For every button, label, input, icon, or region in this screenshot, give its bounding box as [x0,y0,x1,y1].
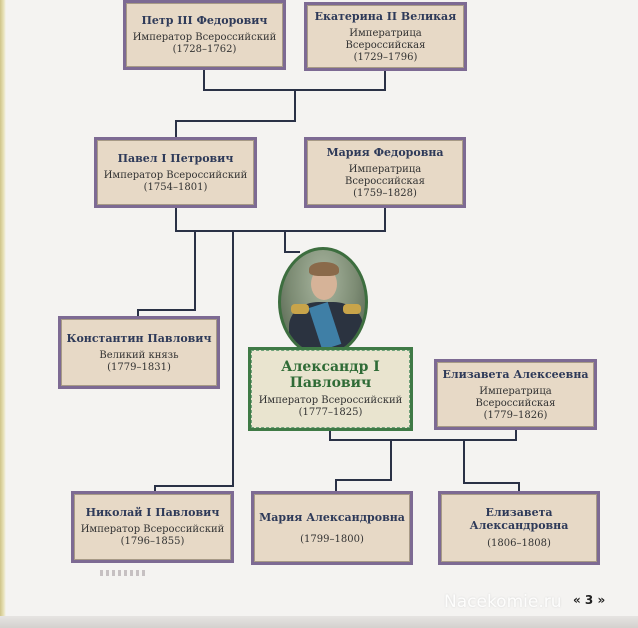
person-name: Николай I Павлович [85,506,220,519]
person-title: Император Всероссийский [132,32,277,43]
person-years: (1799–1800) [300,533,364,545]
connector-pavel-parent [175,90,296,140]
card-elizaveta-aleksandrovna: Елизавета Александровна (1806–1808) [438,491,600,565]
pencil-mark [100,570,146,576]
card-maria-aleksandrovna: Мария Александровна (1799–1800) [251,491,413,565]
person-years: (1777–1825) [298,407,363,418]
person-name: Константин Павлович [66,331,212,345]
card-ekaterina-ii: Екатерина II Великая Императрица Всеросс… [304,2,467,71]
person-name: Александр I Павлович [281,359,380,391]
connector-nikolai [154,231,234,494]
person-name: Мария Александровна [259,510,405,524]
connector-alexander [284,231,300,253]
card-petr-iii: Петр III Федорович Император Всероссийск… [123,0,286,70]
person-years: (1779–1831) [107,361,171,373]
person-title: Император Всероссийский [103,169,248,181]
person-name: Павел I Петрович [117,151,234,165]
card-alexander-i: Александр I Павлович Император Всероссий… [248,347,413,431]
connector-konstantin [137,231,196,319]
person-name: Петр III Федорович [141,14,268,27]
person-name: Елизавета Александровна [469,506,569,532]
page-number: « 3 » [573,593,606,607]
person-name: Мария Федоровна [326,145,444,159]
person-years: (1759–1828) [353,187,417,199]
person-years: (1796–1855) [120,536,185,547]
person-years: (1728–1762) [172,44,237,55]
card-pavel-i: Павел I Петрович Император Всероссийский… [94,137,257,208]
person-years: (1779–1826) [483,409,548,421]
page-bottom-edge [0,616,638,628]
person-title: Император Всероссийский [258,395,403,406]
card-nikolai-i: Николай I Павлович Император Всероссийск… [71,491,234,563]
page-fold [0,0,6,628]
person-name: Екатерина II Великая [314,9,457,23]
card-konstantin: Константин Павлович Великий князь (1779–… [58,316,220,389]
person-title: Великий князь [99,349,179,361]
card-elizaveta-alekseevna: Елизавета Алексеевна Императрица Всеросс… [434,359,597,430]
card-maria-fedorovna: Мария Федоровна Императрица Всероссийска… [304,137,466,208]
person-title: Императрица Всероссийская [345,163,425,187]
alexander-portrait [278,247,368,357]
person-title: Император Всероссийский [80,524,225,535]
person-years: (1806–1808) [487,538,551,549]
person-title: Императрица Всероссийская [475,385,556,409]
watermark: Nacekomie.ru [444,592,562,612]
connector-elizaveta-d [463,440,520,494]
connector-alexander-couple [329,427,517,441]
connector-pavel-couple [175,205,386,232]
person-years: (1729–1796) [353,51,418,63]
person-years: (1754–1801) [143,181,208,193]
connector-maria-a [335,440,392,494]
connector-petr [203,67,386,91]
person-title: Императрица Всероссийская [345,27,426,51]
person-name: Елизавета Алексеевна [442,367,589,381]
